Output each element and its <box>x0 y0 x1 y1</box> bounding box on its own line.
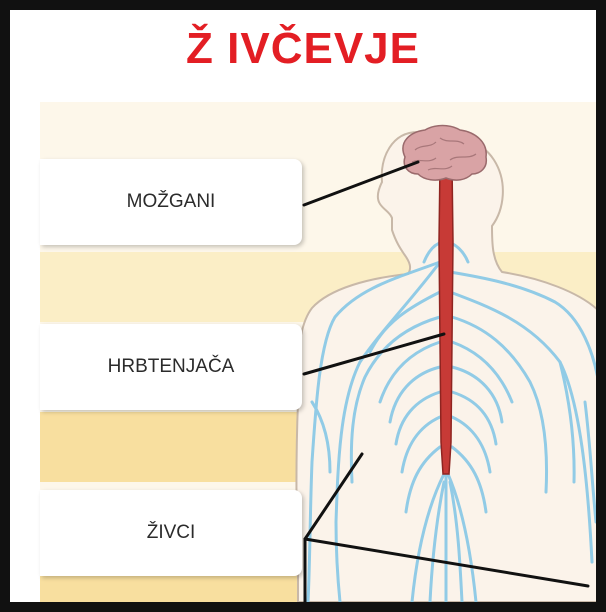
brain-shape <box>403 126 486 181</box>
diagram-title: Ž IVČEVJE <box>10 24 596 74</box>
label-brain: MOŽGANI <box>40 159 302 245</box>
diagram-panel: MOŽGANI HRBTENJAČA ŽIVCI <box>40 102 600 602</box>
label-spinal-cord: HRBTENJAČA <box>40 324 302 410</box>
label-nerves: ŽIVCI <box>40 490 302 576</box>
spinal-cord-shape <box>439 164 453 474</box>
